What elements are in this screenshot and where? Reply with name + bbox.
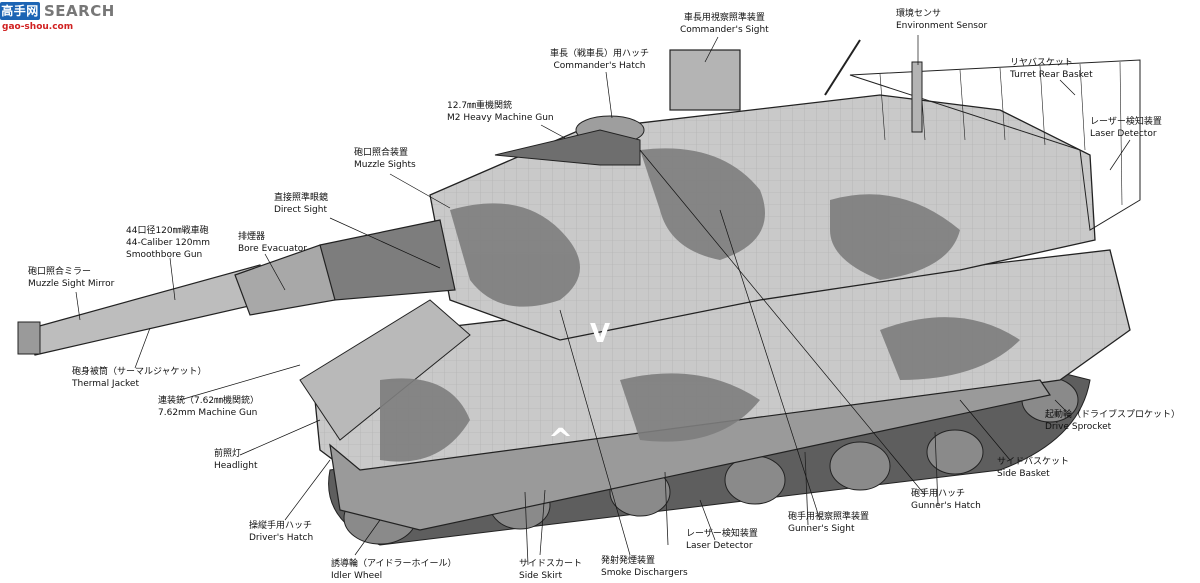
label-en: Headlight	[214, 461, 258, 471]
label-ja: 車長用視察照準装置	[683, 13, 765, 23]
label-en: M2 Heavy Machine Gun	[447, 113, 554, 123]
label-en: Smoke Dischargers	[601, 568, 688, 578]
label-en: Commander's Hatch	[553, 61, 646, 71]
leader-lines	[75, 35, 1131, 556]
turret-chevron-marking: V	[590, 319, 610, 349]
label-laser-detector-top: レーザー検知装置 Laser Detector	[1090, 116, 1162, 140]
label-muzzle-sight-mirror: 砲口照合ミラー Muzzle Sight Mirror	[28, 266, 114, 290]
label-ja: 44口径120㎜戦車砲	[126, 226, 209, 236]
label-en: Idler Wheel	[331, 571, 383, 581]
label-laser-detector-bottom: レーザー検知装置 Laser Detector	[686, 528, 758, 552]
label-en: Bore Evacuator	[238, 244, 308, 254]
label-en: Commander's Sight	[680, 25, 769, 35]
commanders-sight	[669, 49, 741, 111]
hull-chevron-marking: ^	[548, 423, 573, 458]
label-drivers-hatch: 操縦手用ハッチ Driver's Hatch	[249, 520, 313, 544]
label-ja: 操縦手用ハッチ	[249, 521, 313, 531]
label-ja: 砲手用ハッチ	[911, 489, 966, 499]
label-direct-sight: 直接照準眼鏡 Direct Sight	[274, 192, 328, 216]
label-turret-rear-basket: リヤバスケット Turret Rear Basket	[1010, 57, 1093, 81]
label-en-line2: Smoothbore Gun	[126, 250, 203, 260]
label-environment-sensor: 環境センサ Environment Sensor	[896, 8, 987, 32]
label-ja: レーザー検知装置	[1090, 117, 1162, 127]
label-side-basket: サイドバスケット Side Basket	[997, 456, 1069, 480]
label-en: Side Skirt	[519, 571, 562, 581]
hull	[299, 249, 1131, 566]
watermark-logo: 高手网	[0, 2, 40, 20]
label-muzzle-sights: 砲口照合装置 Muzzle Sights	[354, 147, 416, 171]
watermark-url: gao-shou.com	[2, 22, 74, 32]
label-ja: 前照灯	[214, 449, 242, 459]
road-wheel	[829, 441, 891, 491]
label-en: Side Basket	[997, 469, 1050, 479]
label-en: Thermal Jacket	[72, 379, 139, 389]
label-ja: 連装銃（7.62㎜機関銃）	[158, 396, 260, 406]
label-drive-sprocket: 起動輪（ドライブスプロケット） Drive Sprocket	[1045, 409, 1180, 433]
label-ja: 砲口照合ミラー	[28, 267, 92, 277]
label-ja: 発射発煙装置	[601, 556, 656, 566]
label-ja: 砲手用視察照準装置	[788, 512, 870, 522]
label-bore-evacuator: 排煙器 Bore Evacuator	[238, 231, 307, 255]
label-main-gun: 44口径120㎜戦車砲 44-Caliber 120mm Smoothbore …	[126, 225, 210, 261]
label-ja: リヤバスケット	[1010, 58, 1073, 68]
label-en: Turret Rear Basket	[1010, 70, 1093, 80]
thermal-jacket	[319, 219, 456, 301]
label-en: Drive Sprocket	[1045, 422, 1112, 432]
label-ja: 12.7㎜重機関銃	[447, 101, 513, 111]
label-ja: サイドスカート	[519, 559, 583, 569]
label-coax-gun: 連装銃（7.62㎜機関銃） 7.62mm Machine Gun	[158, 395, 259, 419]
label-smoke-dischargers: 発射発煙装置 Smoke Dischargers	[601, 555, 688, 579]
label-thermal-jacket: 砲身被筒（サーマルジャケット） Thermal Jacket	[72, 366, 207, 390]
main-gun	[17, 219, 456, 356]
label-side-skirt: サイドスカート Side Skirt	[519, 558, 582, 582]
label-en: 7.62mm Machine Gun	[158, 408, 258, 418]
label-ja: レーザー検知装置	[686, 529, 758, 539]
label-ja: 砲口照合装置	[354, 148, 409, 158]
label-ja: 誘導輪（アイドラーホイール）	[331, 559, 457, 569]
label-en: Muzzle Sights	[354, 160, 416, 170]
turret-rear-basket	[849, 59, 1141, 231]
label-ja: 起動輪（ドライブスプロケット）	[1045, 410, 1181, 420]
label-ja: 砲身被筒（サーマルジャケット）	[72, 367, 207, 377]
label-ja: 環境センサ	[896, 9, 942, 19]
label-ja: 排煙器	[238, 232, 266, 242]
label-headlight: 前照灯 Headlight	[214, 448, 257, 472]
watermark-title: SEARCH	[44, 2, 115, 20]
label-en: Driver's Hatch	[249, 533, 314, 543]
label-en: Muzzle Sight Mirror	[28, 279, 115, 289]
label-commanders-sight: 車長用視察照準装置 Commander's Sight	[680, 12, 769, 36]
label-en: Environment Sensor	[896, 21, 988, 31]
label-en: Gunner's Hatch	[911, 501, 981, 511]
label-ja: 直接照準眼鏡	[274, 193, 329, 203]
star-marking: ★	[296, 365, 305, 376]
label-en: Laser Detector	[1090, 129, 1157, 139]
label-commanders-hatch: 車長（戦車長）用ハッチ Commander's Hatch	[550, 48, 649, 72]
label-gunners-hatch: 砲手用ハッチ Gunner's Hatch	[911, 488, 981, 512]
muzzle-sight-mirror	[17, 321, 41, 355]
side-skirt	[329, 379, 1051, 531]
label-en: Gunner's Sight	[788, 524, 855, 534]
m2-machine-gun	[494, 129, 641, 166]
label-ja: 車長（戦車長）用ハッチ	[550, 49, 650, 59]
turret	[380, 39, 1141, 462]
label-en: Direct Sight	[274, 205, 327, 215]
road-wheel	[926, 429, 984, 475]
label-en-line1: 44-Caliber 120mm	[126, 238, 211, 248]
label-ja: サイドバスケット	[997, 457, 1070, 467]
label-m2-machine-gun: 12.7㎜重機関銃 M2 Heavy Machine Gun	[447, 100, 554, 124]
label-idler-wheel: 誘導輪（アイドラーホイール） Idler Wheel	[331, 558, 457, 582]
environment-sensor	[911, 61, 923, 133]
label-en: Laser Detector	[686, 541, 753, 551]
label-gunners-sight: 砲手用視察照準装置 Gunner's Sight	[788, 511, 869, 535]
